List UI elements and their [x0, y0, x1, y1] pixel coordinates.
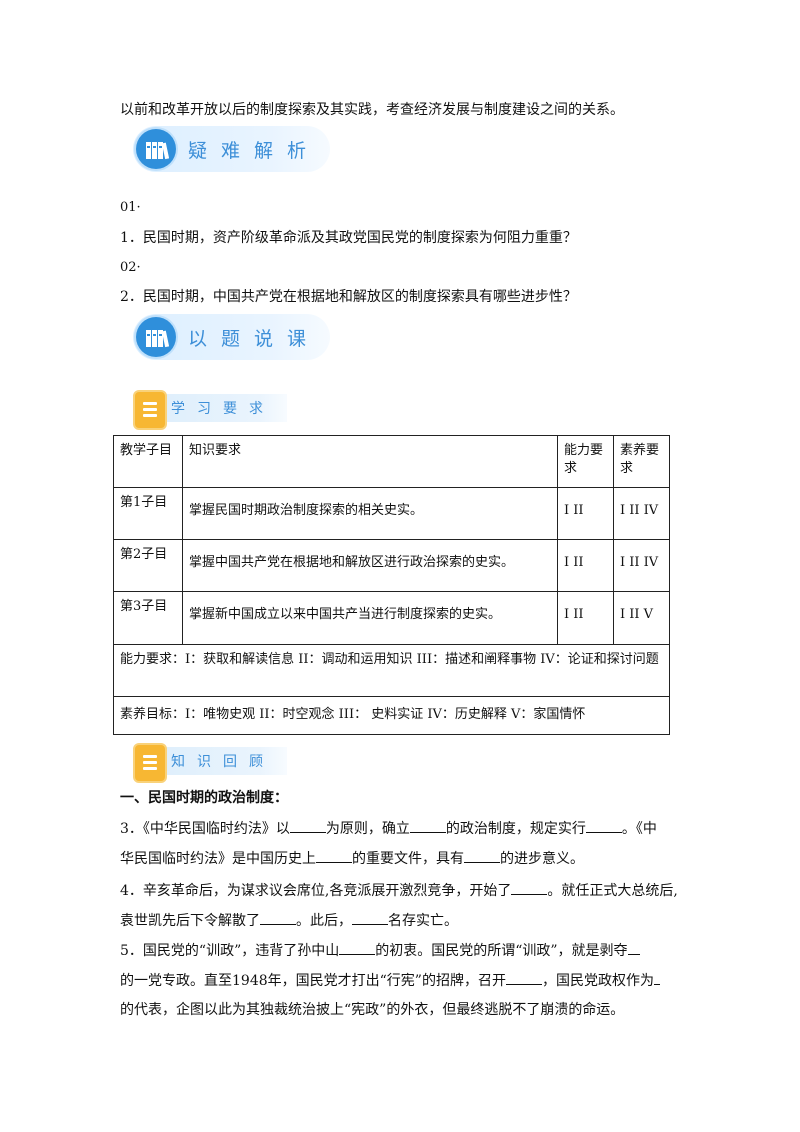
- fill-blank[interactable]: [464, 848, 500, 863]
- books-icon: [146, 330, 169, 348]
- table-cell: I II: [557, 487, 614, 540]
- table-row: 第1子目 掌握民国时期政治制度探索的相关史实。 I II I II IV: [113, 487, 670, 540]
- subheading-knowledge-review: 知识回顾: [131, 743, 287, 783]
- list-icon: [133, 390, 167, 430]
- table-cell: I II IV: [613, 539, 670, 592]
- question-number: 01·: [120, 200, 141, 215]
- literacy-legend: 素养目标：I：唯物史观 II：时空观念 III： 史料实证 IV：历史解释 V：…: [113, 696, 670, 735]
- fill-blank[interactable]: [627, 940, 640, 955]
- fill-blank[interactable]: [352, 910, 388, 925]
- item-5-line-3: 的代表，企图以此为其独裁统治披上“宪政”的外衣，但最终逃脱不了崩溃的命运。: [120, 1002, 625, 1018]
- subheading-title: 知识回顾: [171, 754, 275, 770]
- item-4-line-2: 袁世凯先后下令解散了。此后，名存实亡。: [120, 910, 458, 931]
- fill-blank[interactable]: [505, 970, 542, 985]
- table-cell: I II: [557, 591, 614, 645]
- question-text: 1．民国时期，资产阶级革命派及其政党国民党的制度探索为何阻力重重？: [120, 230, 577, 246]
- table-row: 第2子目 掌握中国共产党在根据地和解放区进行政治探索的史实。 I II I II…: [113, 539, 670, 592]
- fill-blank[interactable]: [409, 818, 446, 833]
- fill-blank[interactable]: [653, 970, 660, 985]
- fill-blank[interactable]: [339, 940, 376, 955]
- table-note-row: 能力要求：I：获取和解读信息 II：调动和运用知识 III：描述和阐释事物 IV…: [113, 644, 670, 697]
- fill-blank[interactable]: [511, 880, 548, 895]
- table-cell: 掌握中国共产党在根据地和解放区进行政治探索的史实。: [182, 539, 558, 592]
- table-note-row: 素养目标：I：唯物史观 II：时空观念 III： 史料实证 IV：历史解释 V：…: [113, 696, 670, 735]
- fill-blank[interactable]: [316, 848, 352, 863]
- banner-lesson-by-question: 以题说课: [133, 314, 330, 360]
- subheading-study-requirements: 学习要求: [131, 390, 287, 430]
- table-header-cell: 教学子目: [113, 435, 183, 488]
- intro-text: 以前和改革开放以后的制度探索及其实践，考查经济发展与制度建设之间的关系。: [120, 102, 624, 118]
- item-5-line-1: 5．国民党的“训政”，违背了孙中山的初衷。国民党的所谓“训政”，就是剥夺: [120, 940, 640, 961]
- item-3-line-1: 3．《中华民国临时约法》以为原则，确立的政治制度，规定实行。《中: [120, 818, 657, 839]
- item-3-line-2: 华民国临时约法》是中国历史上的重要文件，具有的进步意义。: [120, 848, 584, 869]
- banner-title: 以题说课: [188, 328, 321, 350]
- books-icon-bg: [136, 129, 176, 169]
- fill-blank[interactable]: [260, 910, 296, 925]
- section-heading: 一、民国时期的政治制度：: [120, 790, 288, 806]
- table-header-cell: 能力要求: [557, 435, 614, 488]
- table-cell: I II IV: [613, 487, 670, 540]
- table-cell: 第3子目: [113, 591, 183, 645]
- table-cell: 掌握新中国成立以来中国共产当进行制度探索的史实。: [182, 591, 558, 645]
- item-5-line-2: 的一党专政。直至1948年，国民党才打出“行宪”的招牌，召开，国民党政权作为: [120, 970, 660, 991]
- books-icon: [146, 142, 169, 160]
- table-cell: I II: [557, 539, 614, 592]
- question-text: 2．民国时期，中国共产党在根据地和解放区的制度探索具有哪些进步性？: [120, 289, 577, 305]
- table-header-row: 教学子目 知识要求 能力要求 素养要求: [113, 435, 670, 488]
- table-header-cell: 知识要求: [182, 435, 558, 488]
- fill-blank[interactable]: [585, 818, 622, 833]
- table-cell: 第1子目: [113, 487, 183, 540]
- table-cell: 第2子目: [113, 539, 183, 592]
- banner-difficult-analysis: 疑难解析: [133, 126, 330, 172]
- table-cell: I II V: [613, 591, 670, 645]
- ability-legend: 能力要求：I：获取和解读信息 II：调动和运用知识 III：描述和阐释事物 IV…: [113, 644, 670, 697]
- books-icon-bg: [136, 317, 176, 357]
- table-row: 第3子目 掌握新中国成立以来中国共产当进行制度探索的史实。 I II I II …: [113, 591, 670, 645]
- subheading-title: 学习要求: [171, 401, 275, 417]
- item-4-line-1: 4．辛亥革命后，为谋求议会席位,各竞派展开激烈竞争，开始了。就任正式大总统后,: [120, 880, 678, 901]
- fill-blank[interactable]: [289, 818, 326, 833]
- requirements-table: 教学子目 知识要求 能力要求 素养要求 第1子目 掌握民国时期政治制度探索的相关…: [113, 435, 670, 735]
- banner-title: 疑难解析: [188, 140, 321, 162]
- list-icon: [133, 743, 167, 783]
- table-header-cell: 素养要求: [613, 435, 670, 488]
- table-cell: 掌握民国时期政治制度探索的相关史实。: [182, 487, 558, 540]
- question-number: 02·: [120, 260, 141, 275]
